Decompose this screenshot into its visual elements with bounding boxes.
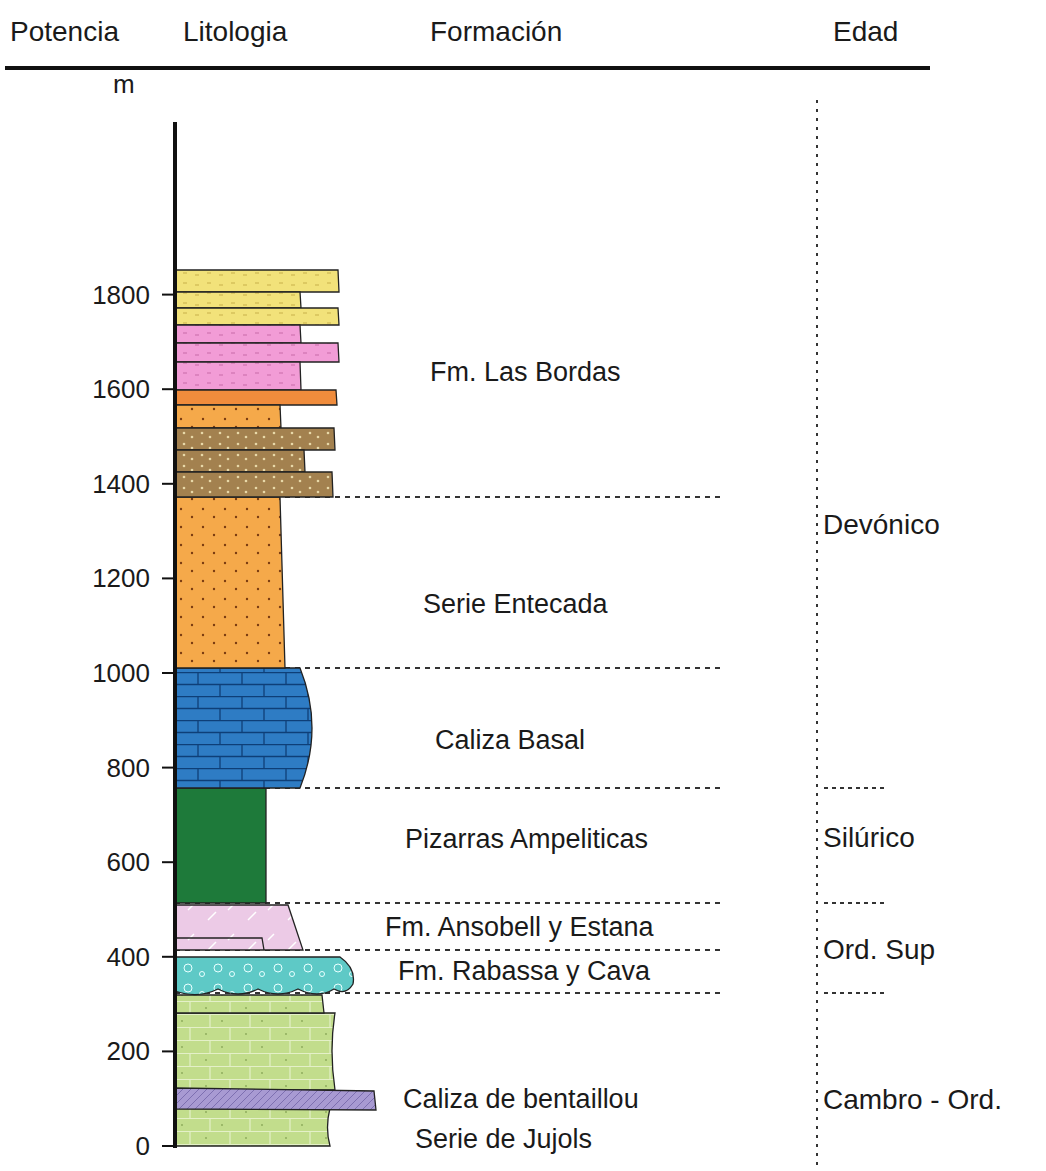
rule-line [162,672,175,674]
rock-layer [175,292,301,308]
axis-tick-label: 0 [136,1132,150,1161]
age-label: Ord. Sup [823,935,935,966]
age-label: Cambro - Ord. [823,1085,1002,1116]
formation-name: Caliza de bentaillou [403,1085,639,1115]
rule-line [162,577,175,579]
rock-layer [175,450,305,472]
rock-layer [175,1013,335,1090]
drawing-part [5,66,930,1148]
formation-name: Fm. Las Bordas [430,358,621,388]
rock-layer [175,362,301,390]
rock-layer [175,343,339,362]
axis-tick-label: 200 [107,1037,150,1066]
formation-name: Serie Entecada [423,590,608,620]
axis-tick-label: 1600 [92,375,150,404]
axis-tick-label: 600 [107,848,150,877]
rock-layer [175,472,333,497]
formation-name: Caliza Basal [435,726,585,756]
rock-layer [175,390,337,405]
rock-layer [175,1088,376,1110]
rock-layer [175,938,264,950]
rule-line [162,1050,175,1052]
age-label: Silúrico [823,823,915,854]
drawing-part [5,66,930,70]
axis-tick-label: 1000 [92,659,150,688]
rock-layer [175,957,353,995]
rock-layer [175,497,285,668]
rock-layer [175,270,339,292]
rock-layer [175,325,301,343]
formation-name: Serie de Jujols [415,1125,592,1155]
axis-tick-label: 1200 [92,564,150,593]
column-header: Potencia [10,17,119,48]
rule-line [175,992,725,994]
age-label: Devónico [823,510,940,541]
axis-tick-label: 400 [107,943,150,972]
axis-tick-label: 1400 [92,470,150,499]
rule-line [162,388,175,390]
rule-line [824,787,888,789]
rule-line [173,122,177,1148]
axis-tick-label: 1800 [92,280,150,309]
rule-line [162,861,175,863]
column-header: Edad [833,17,898,48]
rock-layer [175,905,303,950]
formation-name: Fm. Ansobell y Estana [385,913,654,943]
rock-layer [175,995,324,1013]
rock-layer [175,1108,330,1146]
rule-line [162,483,175,485]
formation-name: Fm. Rabassa y Cava [398,957,650,987]
column-header: Formación [430,17,562,48]
axis-unit: m [113,70,135,99]
drawing-part [175,270,376,1146]
rule-line [162,294,175,296]
rock-layer [175,308,339,325]
rule-line [816,100,818,1165]
rock-layer [175,428,335,450]
rule-line [824,992,888,994]
rock-layer [175,405,281,428]
rock-layer [175,668,312,788]
drawing-part [175,100,888,1165]
rule-line [824,902,888,904]
axis-tick-label: 800 [107,753,150,782]
column-header: Litologia [183,17,287,48]
rule-line [162,767,175,769]
rule-line [162,1145,175,1147]
rock-layer [175,788,266,903]
formation-name: Pizarras Ampeliticas [405,825,648,855]
rule-line [162,956,175,958]
